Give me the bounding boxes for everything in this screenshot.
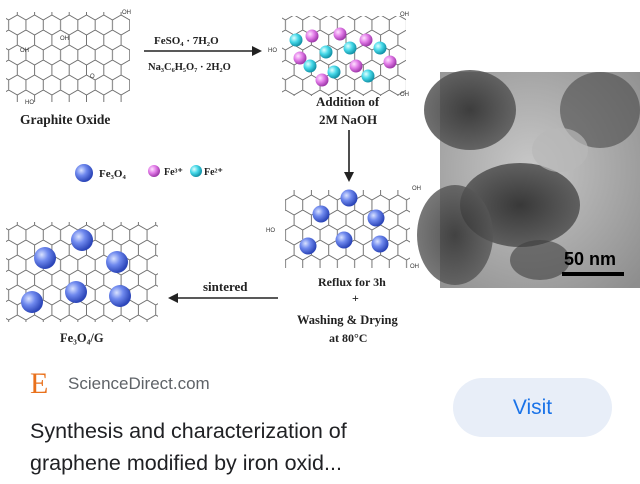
fe2-ion: [328, 66, 341, 79]
fe3-ion: [360, 34, 373, 47]
source-row: E ScienceDirect.com: [30, 370, 210, 398]
search-result-card[interactable]: E ScienceDirect.com Visit Synthesis and …: [0, 348, 640, 484]
graphite-oxide-sheet: OH OH O OH HO: [6, 10, 131, 106]
washing-label: Washing & Drying: [297, 313, 398, 327]
fe3o4-particle: [341, 190, 358, 207]
legend-fe3o4-icon: [75, 164, 93, 182]
scheme-figure: OH OH O OH HO Graphite Oxide FeSO₄ · 7H₂…: [0, 0, 640, 348]
fe3o4-particle: [106, 251, 128, 273]
reaction-arrow-3: [168, 293, 278, 303]
svg-text:OH: OH: [122, 10, 131, 16]
legend-fe3-icon: [148, 165, 160, 177]
fe3o4-particle: [300, 238, 317, 255]
svg-text:OH: OH: [410, 264, 419, 270]
naoh-label: 2M NaOH: [319, 112, 377, 127]
legend-fe3o4-label: Fe₃O₄: [99, 168, 126, 180]
legend-fe2-label: Fe²⁺: [204, 167, 223, 178]
svg-text:OH: OH: [400, 12, 409, 18]
svg-text:OH: OH: [412, 186, 421, 192]
result-title[interactable]: Synthesis and characterization of graphe…: [30, 415, 440, 479]
result-title-line-1: Synthesis and characterization of: [30, 415, 440, 447]
fe2-ion: [290, 34, 303, 47]
reagent-ferrous-sulfate: FeSO₄ · 7H₂O: [154, 35, 219, 47]
svg-text:OH: OH: [20, 48, 29, 54]
svg-text:HO: HO: [268, 48, 277, 54]
fe2-ion: [374, 42, 387, 55]
sintered-label: sintered: [203, 279, 248, 294]
svg-text:OH: OH: [400, 92, 409, 98]
scale-bar-label: 50 nm: [564, 249, 616, 269]
reagent-sodium-citrate: Na₃C₆H₅O₇ · 2H₂O: [148, 62, 231, 73]
tem-micrograph: 50 nm: [417, 70, 640, 288]
svg-text:HO: HO: [25, 100, 34, 106]
fe3o4-particle: [34, 247, 56, 269]
reflux-label: Reflux for 3h: [318, 275, 386, 289]
scale-bar: [562, 272, 624, 276]
fe3-ion: [306, 30, 319, 43]
fe3-ion: [316, 74, 329, 87]
reaction-arrow-1: [144, 46, 262, 56]
fe3o4-particle: [109, 285, 131, 307]
legend: Fe₃O₄ Fe³⁺ Fe²⁺: [75, 164, 223, 182]
fe2-ion: [362, 70, 375, 83]
graphite-oxide-label: Graphite Oxide: [20, 112, 110, 127]
result-title-line-2: graphene modified by iron oxid...: [30, 447, 440, 479]
svg-text:O: O: [90, 74, 95, 80]
fe3-ion: [384, 56, 397, 69]
fe3o4-particle: [65, 281, 87, 303]
product-label: Fe₃O₄/G: [60, 331, 104, 345]
temperature-label: at 80°C: [329, 331, 367, 345]
fe3-ion: [350, 60, 363, 73]
fe2-ion: [304, 60, 317, 73]
ion-loaded-sheet: HO OH OH: [268, 12, 409, 98]
fe3-ion: [334, 28, 347, 41]
fe3o4-particle: [313, 206, 330, 223]
fe3o4-particle: [372, 236, 389, 253]
reaction-arrow-2: [344, 130, 354, 182]
publisher-logo-icon: E: [30, 370, 62, 398]
fe3o4-particle: [336, 232, 353, 249]
fe3o4-particle: [71, 229, 93, 251]
publisher-name: ScienceDirect.com: [68, 374, 210, 394]
legend-fe2-icon: [190, 165, 202, 177]
fe2-ion: [344, 42, 357, 55]
addition-label: Addition of: [316, 94, 380, 109]
fe3o4-particle: [21, 291, 43, 313]
fe2-ion: [320, 46, 333, 59]
fe3o4-particle: [368, 210, 385, 227]
svg-text:OH: OH: [60, 36, 69, 42]
plus-label: +: [352, 291, 359, 305]
svg-text:HO: HO: [266, 228, 275, 234]
legend-fe3-label: Fe³⁺: [164, 167, 183, 178]
visit-button[interactable]: Visit: [453, 378, 612, 437]
